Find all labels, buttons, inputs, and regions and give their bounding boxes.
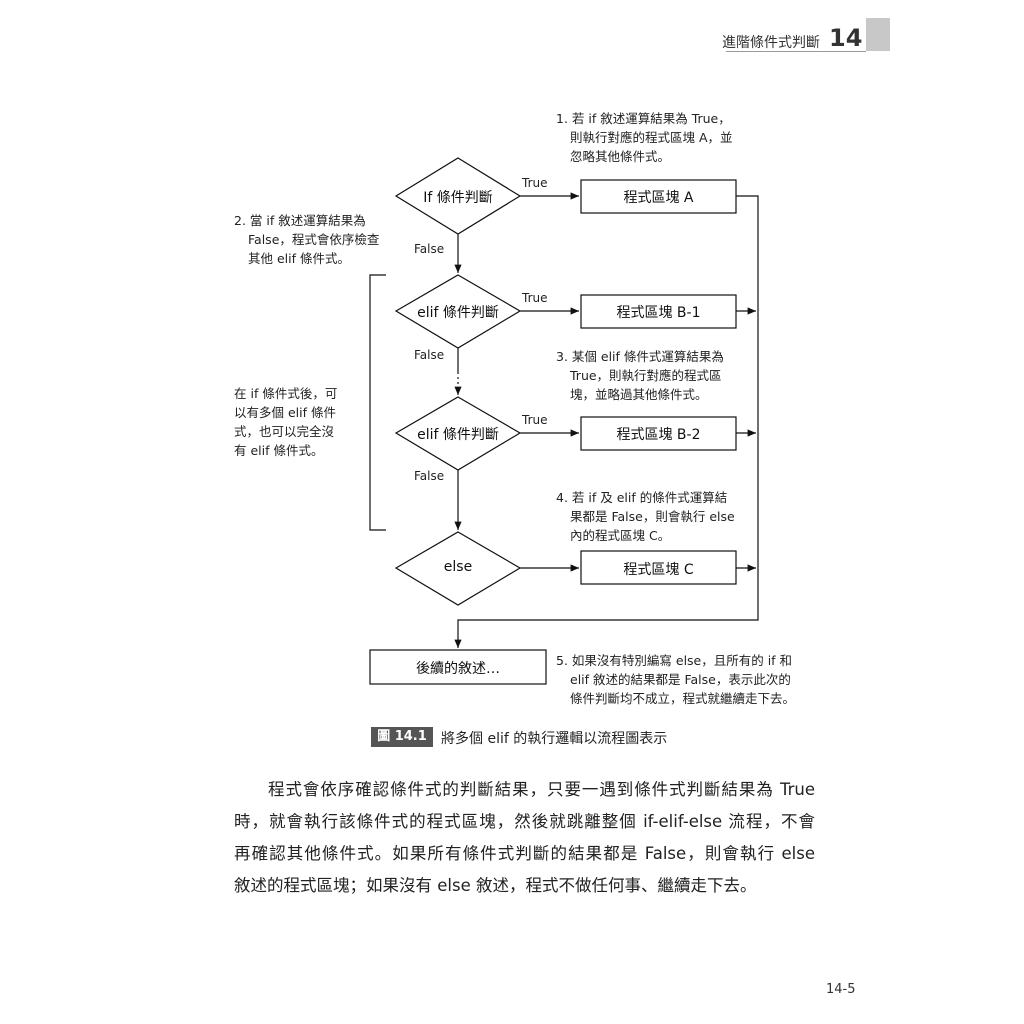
chapter-tab — [866, 18, 890, 51]
body-line: 敘述的程式區塊；如果沒有 else 敘述，程式不做任何事、繼續走下去。 — [234, 876, 757, 895]
note-line: 在 if 條件式後，可 — [234, 386, 338, 401]
edge-false-label: False — [414, 348, 445, 362]
note-line: elif 敘述的結果都是 False，表示此次的 — [570, 672, 791, 687]
edge-true-label: True — [522, 413, 548, 427]
body-line: 時，就會執行該條件式的程式區塊，然後就跳離整個 if-elif-else 流程，… — [234, 812, 815, 831]
elif-bracket — [369, 274, 386, 531]
else-diamond — [394, 531, 522, 606]
note-line: 以有多個 elif 條件 — [234, 405, 336, 420]
note-line: True，則執行對應的程式區 — [570, 368, 722, 383]
following-box — [369, 649, 547, 685]
note-line: 內的程式區塊 C。 — [570, 528, 671, 543]
block-a-label: 程式區塊 A — [623, 190, 694, 206]
edge-false-label: False — [414, 469, 445, 483]
note-line: False，程式會依序檢查 — [248, 232, 380, 247]
note-line: 有 elif 條件式。 — [234, 443, 324, 458]
header-divider — [726, 51, 866, 52]
note-1: 1. 若 if 敘述運算結果為 True， 則執行對應的程式區塊 A，並 忽略其… — [556, 109, 733, 166]
note-line: 1. 若 if 敘述運算結果為 True， — [556, 111, 731, 126]
note-3: 3. 某個 elif 條件式運算結果為 True，則執行對應的程式區 塊，並略過… — [556, 347, 724, 404]
edge-true-label: True — [522, 291, 548, 305]
note-2: 2. 當 if 敘述運算結果為 False，程式會依序檢查 其他 elif 條件… — [234, 211, 379, 268]
merge-line — [454, 195, 759, 648]
note-line: 條件判斷均不成立，程式就繼續走下去。 — [570, 691, 796, 706]
block-b1-label: 程式區塊 B-1 — [616, 305, 701, 321]
body-line: 再確認其他條件式。如果所有條件式判斷的結果都是 False，則會執行 else — [234, 844, 815, 863]
block-c-box — [580, 550, 737, 585]
page-number: 14-5 — [826, 982, 856, 997]
note-line: 2. 當 if 敘述運算結果為 — [234, 213, 366, 228]
note-line: 忽略其他條件式。 — [570, 149, 671, 164]
block-c-label: 程式區塊 C — [623, 562, 694, 578]
note-line: 4. 若 if 及 elif 的條件式運算結 — [556, 490, 728, 505]
following-label: 後續的敘述… — [416, 661, 500, 677]
note-line: 塊，並略過其他條件式。 — [570, 387, 708, 402]
edge-true-label: True — [522, 176, 548, 190]
figure-label: 圖 14.1 — [371, 727, 433, 747]
note-line: 5. 如果沒有特別編寫 else，且所有的 if 和 — [556, 653, 793, 668]
note-side: 在 if 條件式後，可 以有多個 elif 條件 式，也可以完全沒 有 elif… — [234, 384, 337, 460]
note-line: 其他 elif 條件式。 — [248, 251, 350, 266]
note-line: 則執行對應的程式區塊 A，並 — [570, 130, 733, 145]
else-decision-label: else — [443, 559, 473, 575]
figure-caption: 將多個 elif 的執行邏輯以流程圖表示 — [441, 731, 668, 747]
chapter-title: 進階條件式判斷 — [722, 35, 820, 51]
block-b2-label: 程式區塊 B-2 — [616, 427, 701, 443]
elif1-decision-label: elif 條件判斷 — [417, 305, 499, 321]
chapter-number: 14 — [829, 24, 863, 52]
note-line: 式，也可以完全沒 — [234, 424, 335, 439]
edge-false-label: False — [414, 242, 445, 256]
note-4: 4. 若 if 及 elif 的條件式運算結 果都是 False，則會執行 el… — [556, 488, 735, 545]
if-decision-label: If 條件判斷 — [423, 190, 493, 206]
note-5: 5. 如果沒有特別編寫 else，且所有的 if 和 elif 敘述的結果都是 … — [556, 651, 795, 708]
elif2-decision-label: elif 條件判斷 — [417, 427, 499, 443]
body-line: 程式會依序確認條件式的判斷結果，只要一遇到條件式判斷結果為 True — [268, 780, 815, 799]
note-line: 果都是 False，則會執行 else — [570, 509, 735, 524]
note-line: 3. 某個 elif 條件式運算結果為 — [556, 349, 724, 364]
